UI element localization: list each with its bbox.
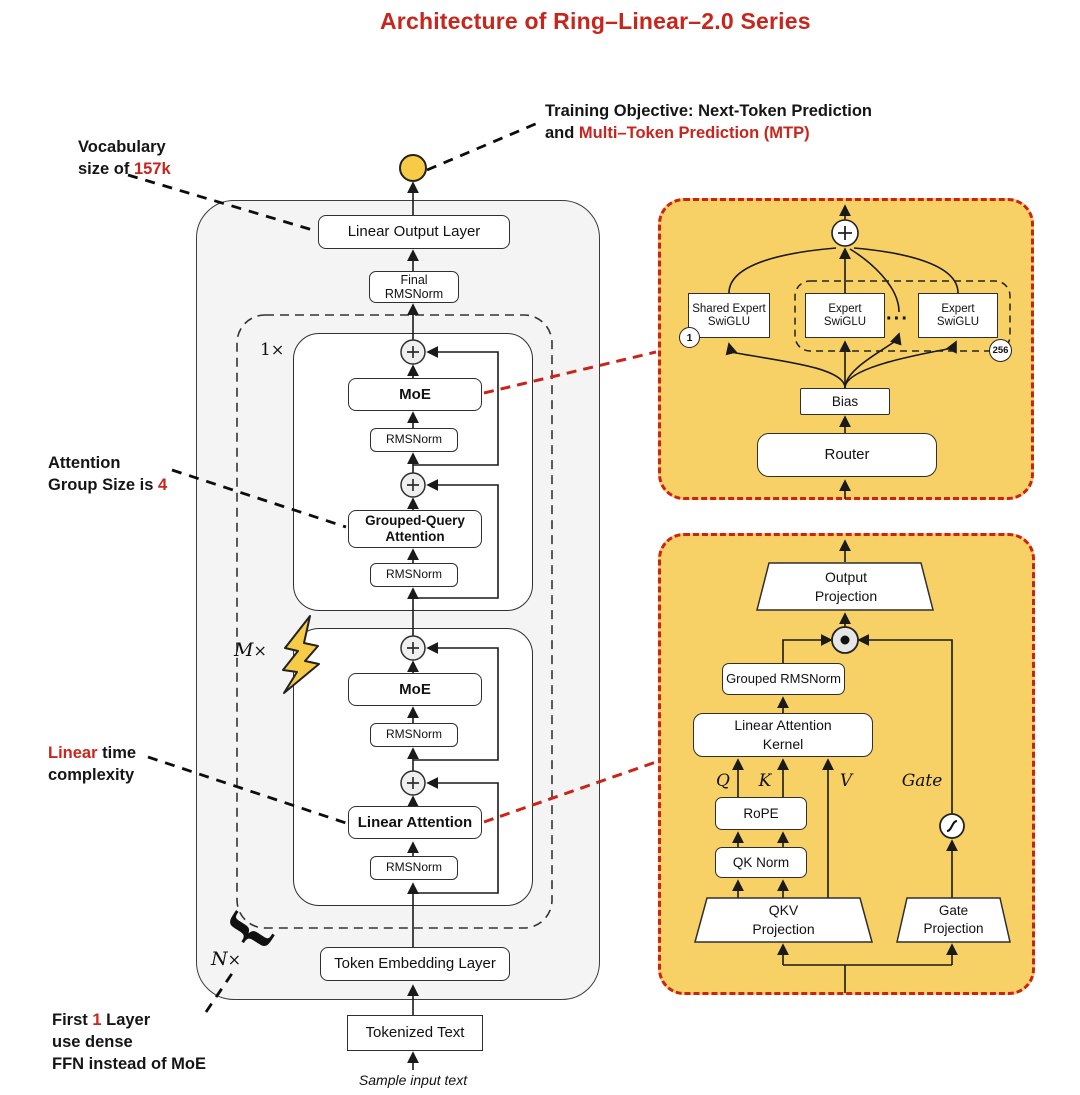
- training-objective-line1: Training Objective: Next-Token Predictio…: [545, 102, 873, 120]
- label-gate: Gate: [901, 771, 943, 791]
- training-objective-annotation: Training Objective: Next-Token Predictio…: [545, 100, 872, 144]
- linear-rest: time: [97, 744, 137, 762]
- expert-b-line2: SwiGLU: [936, 315, 980, 328]
- gqa-line2: Attention: [385, 529, 445, 544]
- node-output-projection: Output Projection: [757, 564, 935, 609]
- times-sign: ×: [253, 641, 267, 660]
- node-rmsnorm-b: RMSNorm: [370, 563, 458, 587]
- mult-n: N: [211, 948, 228, 970]
- mult-1: 1: [260, 340, 271, 360]
- linear-word: Linear: [48, 744, 98, 762]
- kernel-line2: Kernel: [762, 736, 804, 752]
- vocabulary-annotation: Vocabulary size of 157k: [78, 136, 171, 180]
- first-line2: use dense: [52, 1033, 133, 1051]
- times-sign: ×: [270, 340, 285, 359]
- kernel-line1: Linear Attention: [734, 717, 832, 733]
- output-projection-line2: Projection: [814, 587, 878, 604]
- first-line3: FFN instead of MoE: [52, 1055, 206, 1073]
- multiplier-nx: N×: [211, 948, 241, 970]
- vocab-value: 157k: [133, 160, 171, 178]
- first-pre: First: [52, 1011, 93, 1029]
- page-title: Architecture of Ring–Linear–2.0 Series: [380, 8, 811, 34]
- vocab-line1: Vocabulary: [78, 138, 166, 156]
- training-objective-line2: and Multi–Token Prediction (MTP): [545, 122, 872, 144]
- node-rmsnorm-d: RMSNorm: [370, 856, 458, 880]
- attention-group-annotation: Attention Group Size is 4: [48, 452, 167, 496]
- qkv-projection-line2: Projection: [752, 921, 815, 937]
- expert-a-line1: Expert: [828, 302, 862, 315]
- node-moe-bottom: MoE: [348, 673, 482, 706]
- ellipsis-experts: ···: [886, 308, 909, 330]
- gate-projection-line1: Gate: [938, 903, 969, 918]
- gqa-line1: Grouped-Query: [365, 513, 465, 528]
- attn-group-value: 4: [158, 476, 168, 494]
- label-v: V: [839, 771, 853, 791]
- node-grouped-rmsnorm: Grouped RMSNorm: [722, 663, 845, 695]
- node-qkv-projection: QKV Projection: [695, 899, 872, 941]
- node-grouped-query-attention: Grouped-Query Attention: [348, 510, 482, 548]
- first-post: Layer: [101, 1011, 151, 1029]
- node-linear-attention-kernel: Linear Attention Kernel: [693, 713, 873, 757]
- vocab-line2: size of: [78, 160, 134, 178]
- node-router: Router: [757, 433, 937, 477]
- training-objective-and: and: [545, 124, 579, 142]
- node-token-embedding-layer: Token Embedding Layer: [320, 947, 510, 981]
- node-tokenized-text: Tokenized Text: [347, 1015, 483, 1051]
- node-shared-expert-swiglu: Shared Expert SwiGLU: [688, 293, 770, 338]
- linear-time-annotation: Linear time complexity: [48, 742, 136, 786]
- node-linear-attention: Linear Attention: [348, 806, 482, 839]
- prediction-head-node: [399, 154, 427, 182]
- multiplier-1x: 1×: [260, 340, 284, 360]
- multiplier-mx: M×: [234, 639, 267, 661]
- times-sign: ×: [227, 950, 242, 969]
- node-bias: Bias: [800, 388, 890, 415]
- expert-index-badge-256: 256: [989, 339, 1012, 362]
- node-gate-projection: Gate Projection: [897, 899, 1010, 941]
- gate-projection-line2: Projection: [923, 921, 984, 936]
- expert-b-line1: Expert: [941, 302, 975, 315]
- label-q: Q: [716, 771, 730, 791]
- sample-input-caption: Sample input text: [358, 1072, 468, 1088]
- node-linear-output-layer: Linear Output Layer: [318, 215, 510, 249]
- node-qk-norm: QK Norm: [715, 847, 807, 878]
- node-rope: RoPE: [715, 797, 807, 830]
- expert-index-badge-1: 1: [679, 327, 700, 348]
- output-projection-line1: Output: [824, 568, 868, 585]
- node-moe-top: MoE: [348, 378, 482, 411]
- shared-expert-line1: Shared Expert: [692, 302, 766, 315]
- node-rmsnorm-a: RMSNorm: [370, 428, 458, 452]
- node-rmsnorm-c: RMSNorm: [370, 723, 458, 747]
- attn-line1: Attention: [48, 454, 121, 472]
- node-expert-swiglu-b: Expert SwiGLU: [918, 293, 998, 338]
- qkv-projection-line1: QKV: [768, 902, 799, 918]
- linear-line2: complexity: [48, 766, 135, 784]
- node-expert-swiglu-a: Expert SwiGLU: [805, 293, 885, 338]
- shared-expert-line2: SwiGLU: [707, 315, 751, 328]
- mult-m: M: [234, 639, 254, 661]
- label-k: K: [758, 771, 772, 791]
- training-objective-mtp: Multi–Token Prediction (MTP): [578, 124, 810, 142]
- first-value: 1: [92, 1011, 102, 1029]
- node-final-rmsnorm: Final RMSNorm: [369, 271, 459, 303]
- expert-a-line2: SwiGLU: [823, 315, 867, 328]
- attn-line2: Group Size is: [48, 476, 159, 494]
- first-layer-annotation: First 1 Layer use dense FFN instead of M…: [52, 1009, 206, 1075]
